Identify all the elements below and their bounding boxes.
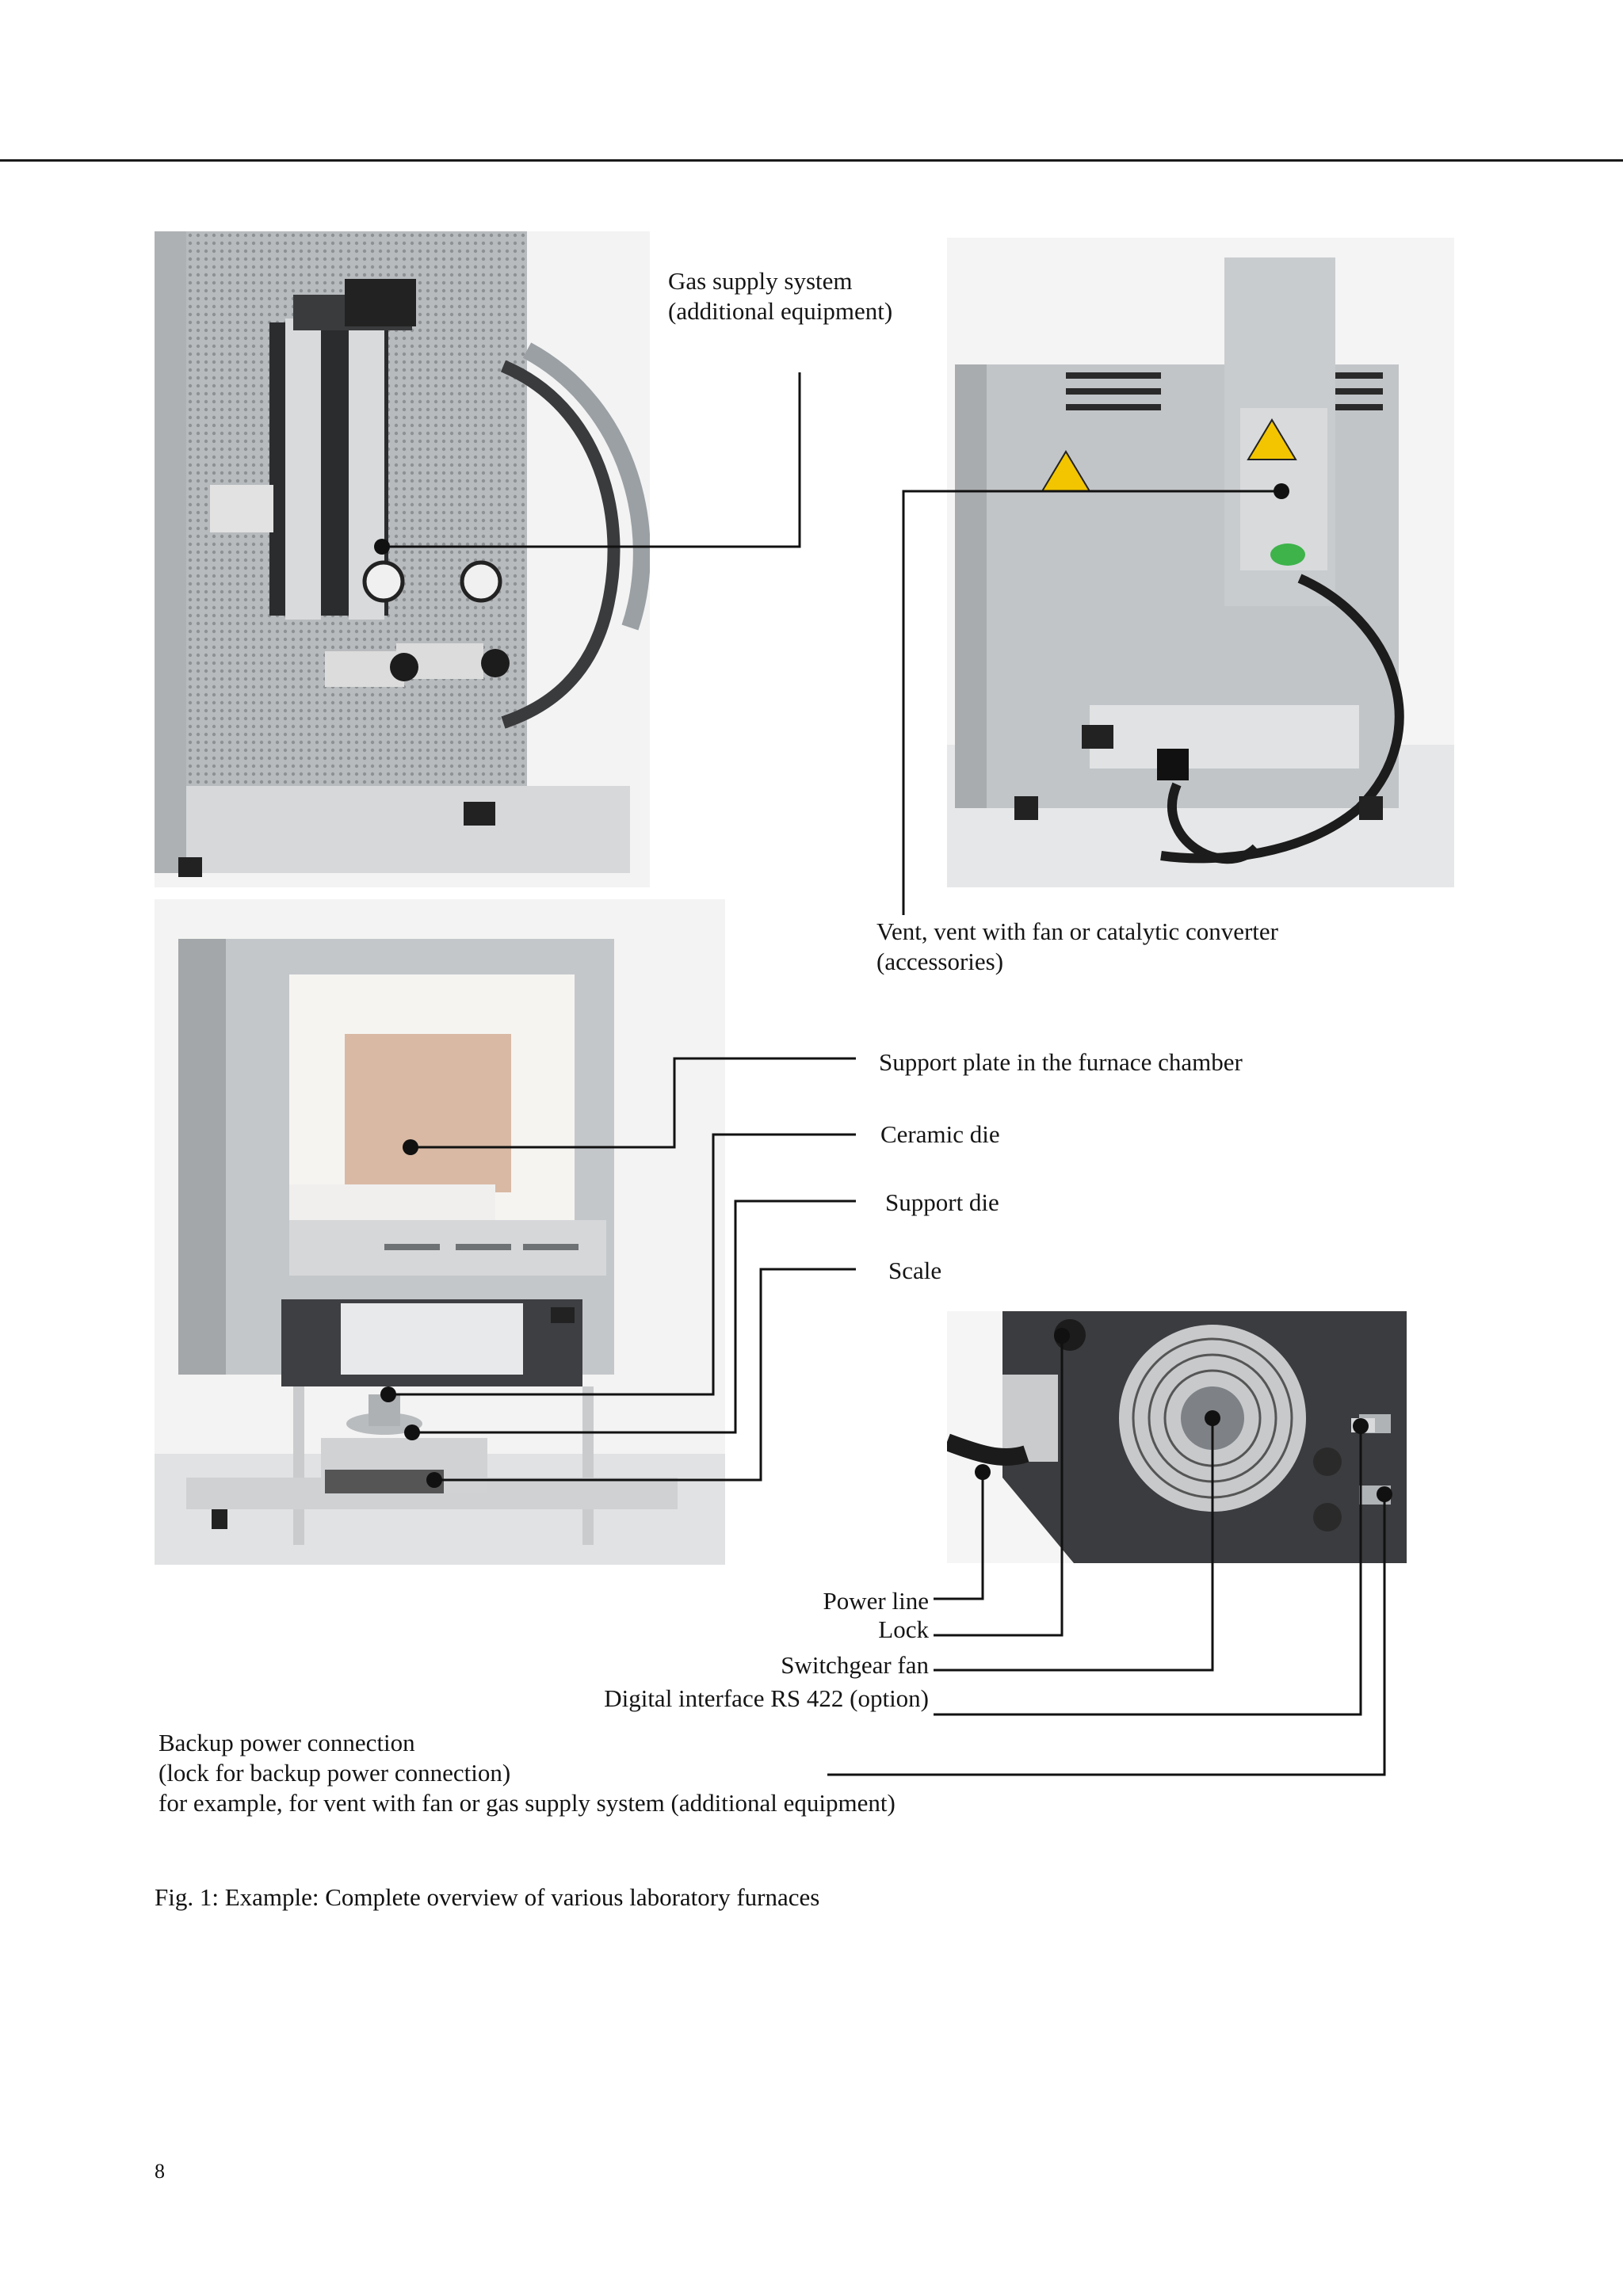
rear-panel-photo bbox=[947, 1311, 1407, 1563]
ceramic-die-dot bbox=[380, 1386, 396, 1402]
digital-interface-label: Digital interface RS 422 (option) bbox=[604, 1684, 929, 1712]
vent-label: Vent, vent with fan or catalytic convert… bbox=[876, 917, 1278, 977]
scale-label: Scale bbox=[888, 1257, 942, 1284]
backup-power-label: Backup power connection (lock for backup… bbox=[158, 1728, 896, 1818]
lock-dot bbox=[1054, 1328, 1070, 1344]
vent-label-line1: Vent, vent with fan or catalytic convert… bbox=[876, 917, 1278, 945]
power-line-label: Power line bbox=[823, 1587, 929, 1615]
vent-dot bbox=[1274, 483, 1289, 499]
gas-supply-photo bbox=[155, 231, 650, 887]
scale-dot bbox=[426, 1472, 442, 1488]
switchgear-fan-leader bbox=[934, 1418, 1214, 1672]
vent-leader bbox=[902, 490, 1281, 915]
lock-label: Lock bbox=[878, 1615, 929, 1643]
backup-power-label-line2: (lock for backup power connection) bbox=[158, 1759, 511, 1787]
ceramic-die-leader bbox=[388, 1133, 856, 1396]
support-plate-label: Support plate in the furnace chamber bbox=[879, 1048, 1243, 1076]
page-number: 8 bbox=[155, 2160, 165, 2183]
gas-supply-label: Gas supply system (additional equipment) bbox=[668, 266, 892, 326]
support-die-label: Support die bbox=[885, 1188, 999, 1216]
vent-photo bbox=[947, 238, 1454, 887]
backup-power-label-line3: for example, for vent with fan or gas su… bbox=[158, 1789, 896, 1817]
header-rule bbox=[0, 159, 1623, 162]
support-plate-dot bbox=[403, 1139, 418, 1155]
backup-power-label-line1: Backup power connection bbox=[158, 1729, 415, 1756]
backup-power-dot bbox=[1377, 1486, 1392, 1502]
pressure-gauge-icon bbox=[362, 560, 502, 603]
warning-triangle-icon bbox=[1041, 418, 1297, 492]
ceramic-die-label: Ceramic die bbox=[880, 1120, 1000, 1148]
lock-leader bbox=[934, 1336, 1064, 1637]
digital-interface-leader bbox=[934, 1426, 1362, 1716]
scale-leader bbox=[434, 1268, 856, 1482]
gas-supply-leader bbox=[382, 372, 801, 548]
support-die-leader bbox=[412, 1199, 856, 1434]
figure-caption: Fig. 1: Example: Complete overview of va… bbox=[155, 1883, 820, 1911]
power-line-dot bbox=[975, 1464, 991, 1480]
gas-supply-label-line1: Gas supply system bbox=[668, 267, 853, 295]
support-plate-leader bbox=[411, 1057, 856, 1149]
switchgear-fan-dot bbox=[1205, 1410, 1220, 1426]
furnace-scale-photo bbox=[155, 899, 725, 1565]
gas-supply-dot bbox=[374, 539, 390, 555]
gas-supply-label-line2: (additional equipment) bbox=[668, 297, 893, 325]
digital-interface-dot bbox=[1353, 1418, 1369, 1434]
power-line-leader bbox=[934, 1472, 984, 1600]
vent-label-line2: (accessories) bbox=[876, 948, 1004, 975]
backup-power-leader bbox=[827, 1494, 1386, 1776]
switchgear-fan-label: Switchgear fan bbox=[781, 1651, 929, 1679]
support-die-dot bbox=[404, 1425, 420, 1440]
